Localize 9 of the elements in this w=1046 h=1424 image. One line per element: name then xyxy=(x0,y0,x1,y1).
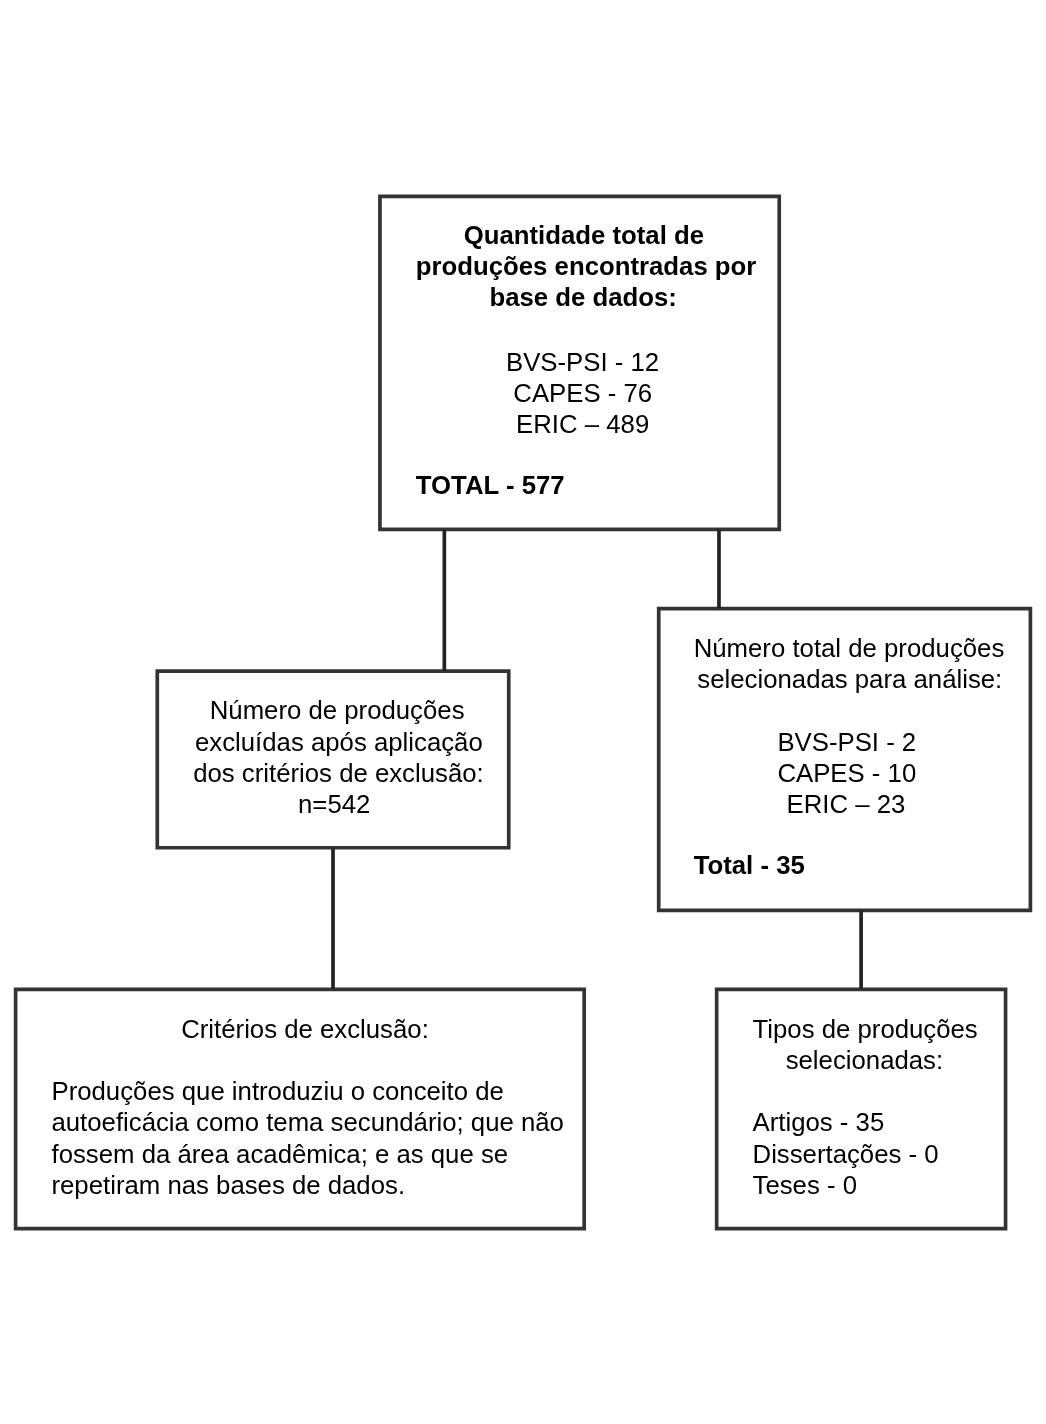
connector xyxy=(717,529,721,608)
connector xyxy=(859,910,863,989)
node-box: Número de produções excluídas após aplicação dos critérios de exclusão: n=542 xyxy=(155,668,511,850)
node-box: Número total de produções selecionadas para análise: BVS-PSI - 2 CAPES - 10 ERIC – 23 Total - 35 xyxy=(656,606,1033,912)
connector xyxy=(331,848,335,989)
node-box: Quantidade total de produções encontradas por base de dados: BVS-PSI - 12 CAPES - 76 ERIC – 489 TOTAL - 577 xyxy=(378,194,782,531)
connector xyxy=(442,529,447,671)
node-box: Tipos de produções selecionadas: Artigos - 35 Dissertações - 0 Teses - 0 xyxy=(714,987,1008,1230)
node-box: Critérios de exclusão: Produções que introduziu o conceito de autoeficácia como tema secundário; que não fossem da área acadêmica; e as que se repetiram nas bases de dados. xyxy=(13,987,586,1230)
